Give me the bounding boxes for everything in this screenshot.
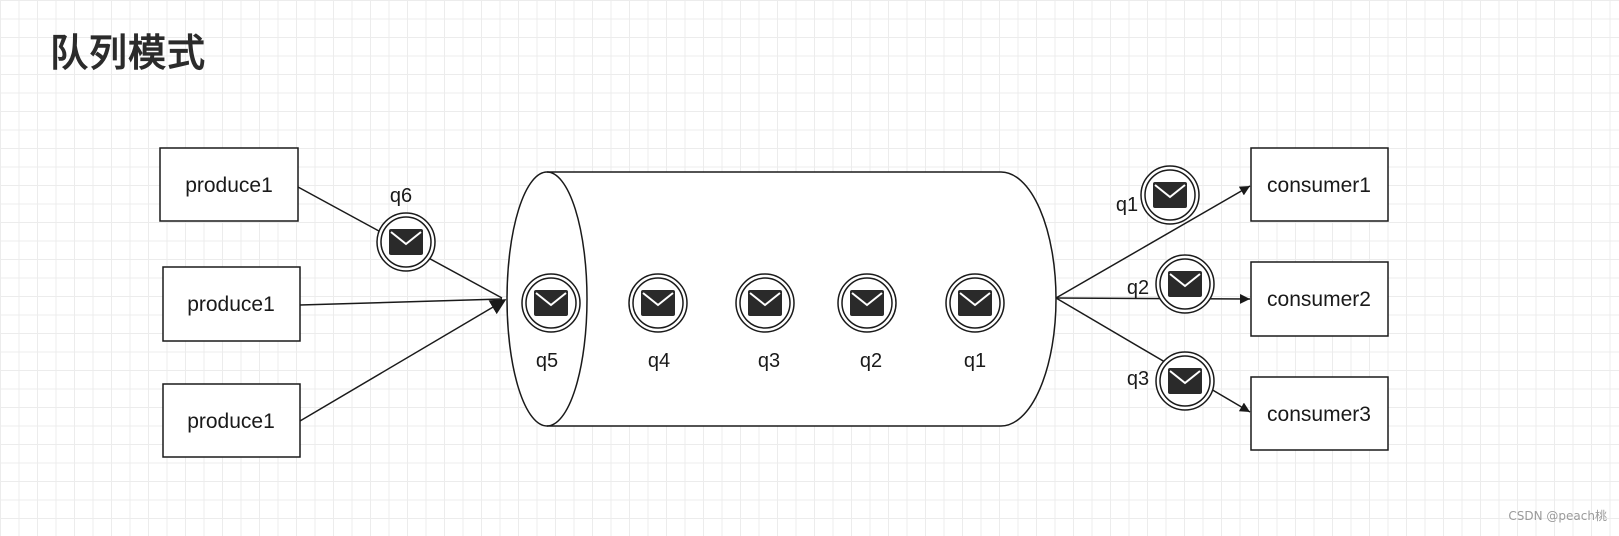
message-label: q1 xyxy=(964,350,986,372)
message-label: q3 xyxy=(758,350,780,372)
connector-consumer3 xyxy=(1055,297,1251,413)
producer-box[interactable]: produce1 xyxy=(162,383,301,458)
message-label: q3 xyxy=(1127,368,1149,390)
page-title: 队列模式 xyxy=(50,31,207,75)
message-label: q1 xyxy=(1116,194,1138,216)
message-icon xyxy=(945,273,1005,333)
producer-label: produce1 xyxy=(187,410,275,433)
consumer-label: consumer1 xyxy=(1267,174,1371,197)
message-label: q4 xyxy=(648,350,670,372)
connector-consumer2 xyxy=(1055,293,1251,304)
producer-label: produce1 xyxy=(187,293,275,316)
consumer-label: consumer3 xyxy=(1267,403,1371,426)
consumer-box[interactable]: consumer2 xyxy=(1250,261,1389,337)
consumer-box[interactable]: consumer3 xyxy=(1250,376,1389,451)
message-label: q6 xyxy=(390,185,412,207)
connector-produce1-bottom xyxy=(299,299,507,422)
message-icon xyxy=(735,273,795,333)
message-label: q2 xyxy=(860,350,882,372)
message-icon xyxy=(1155,254,1215,314)
message-label: q2 xyxy=(1127,277,1149,299)
producer-box[interactable]: produce1 xyxy=(162,266,301,342)
message-icon xyxy=(1140,165,1200,225)
producer-label: produce1 xyxy=(185,174,273,197)
message-icon xyxy=(376,212,436,272)
message-icon xyxy=(628,273,688,333)
message-icon xyxy=(521,273,581,333)
connector-produce1-middle xyxy=(299,298,503,306)
watermark: CSDN @peach桃 xyxy=(1508,509,1607,523)
consumer-box[interactable]: consumer1 xyxy=(1250,147,1389,222)
message-icon xyxy=(1155,351,1215,411)
connector-consumer1 xyxy=(1055,185,1251,299)
producer-box[interactable]: produce1 xyxy=(159,147,299,222)
consumer-label: consumer2 xyxy=(1267,288,1371,311)
message-icon xyxy=(837,273,897,333)
message-label: q5 xyxy=(536,350,558,372)
